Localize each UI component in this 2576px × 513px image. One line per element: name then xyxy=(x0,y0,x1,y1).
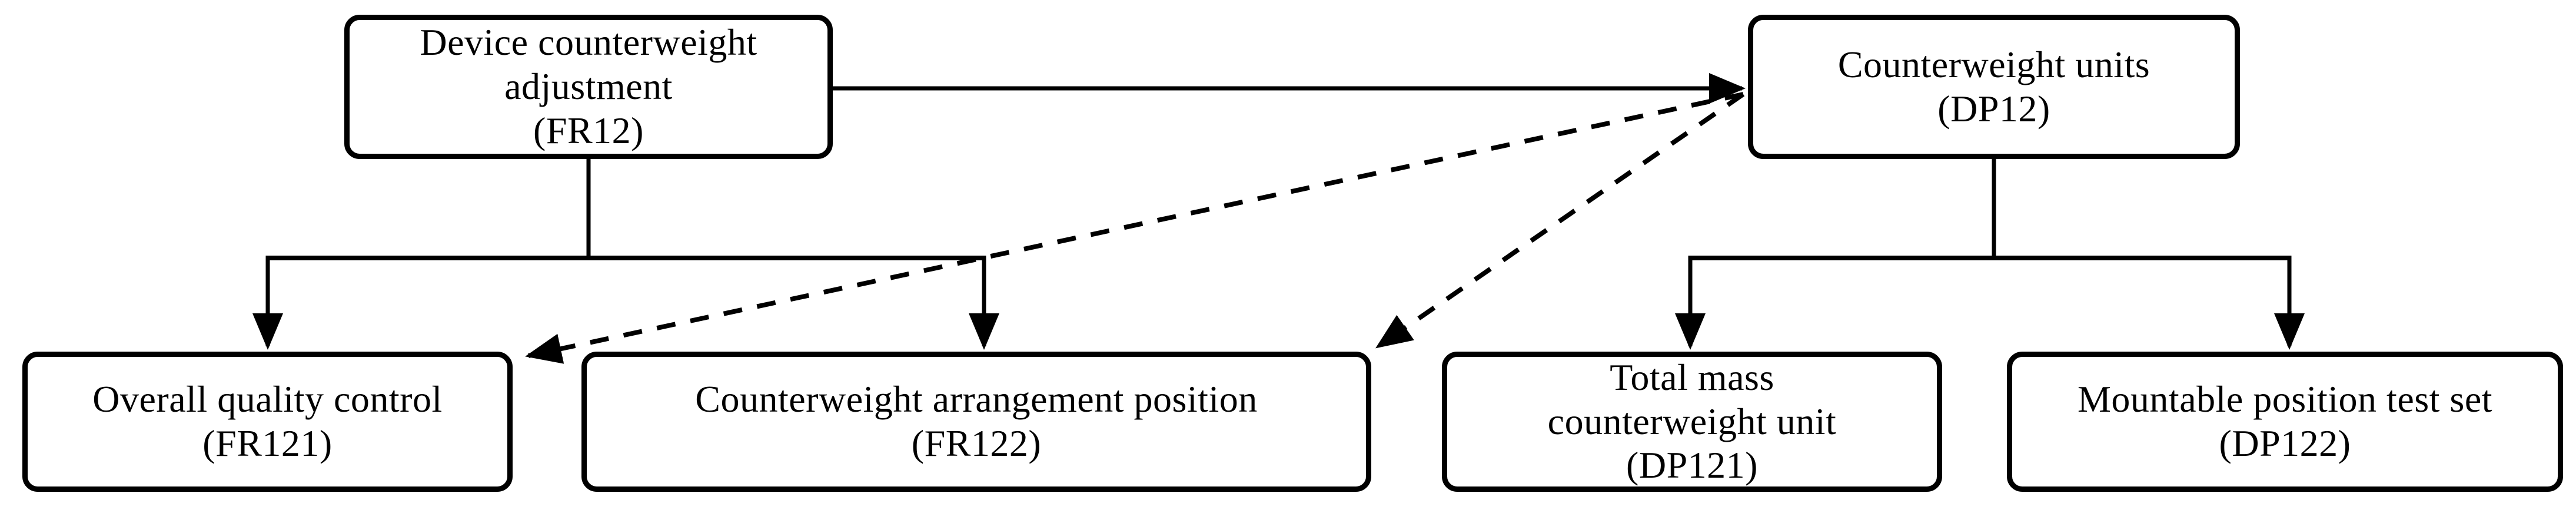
node-dp121-line-2: counterweight unit xyxy=(1547,400,1837,442)
node-dp122-code: (DP122) xyxy=(2219,422,2351,464)
node-fr122-code: (FR122) xyxy=(911,422,1042,464)
node-fr121: Overall quality control (FR121) xyxy=(22,352,513,492)
node-fr122-line-1: Counterweight arrangement position xyxy=(695,378,1258,421)
node-dp12-line-1: Counterweight units xyxy=(1837,43,2150,85)
node-fr121-code: (FR121) xyxy=(202,422,333,464)
node-fr12: Device counterweight adjustment (FR12) xyxy=(344,15,833,159)
node-fr122-label: Counterweight arrangement position (FR12… xyxy=(695,378,1257,466)
edge-dp12-fr121-dashed xyxy=(525,92,1744,364)
node-dp122-line-1: Mountable position test set xyxy=(2078,378,2492,421)
node-fr12-line-2: adjustment xyxy=(504,65,673,108)
node-fr12-line-1: Device counterweight xyxy=(420,21,757,64)
node-fr122: Counterweight arrangement position (FR12… xyxy=(581,352,1371,492)
node-dp122: Mountable position test set (DP122) xyxy=(2007,352,2563,492)
node-fr121-line-1: Overall quality control xyxy=(92,378,443,421)
node-dp122-label: Mountable position test set (DP122) xyxy=(2078,378,2492,466)
node-dp12-label: Counterweight units (DP12) xyxy=(1838,43,2150,131)
edge-dp12-fr122-dashed xyxy=(1375,92,1745,349)
node-fr121-label: Overall quality control (FR121) xyxy=(92,378,442,466)
node-fr12-label: Device counterweight adjustment (FR12) xyxy=(420,21,757,153)
node-dp121-code: (DP121) xyxy=(1626,444,1758,486)
node-fr12-code: (FR12) xyxy=(533,109,644,151)
node-dp121-line-1: Total mass xyxy=(1610,356,1774,398)
node-dp121-label: Total mass counterweight unit (DP121) xyxy=(1548,356,1837,488)
node-dp12-code: (DP12) xyxy=(1937,87,2050,130)
node-dp12: Counterweight units (DP12) xyxy=(1748,15,2240,159)
node-dp121: Total mass counterweight unit (DP121) xyxy=(1442,352,1942,492)
